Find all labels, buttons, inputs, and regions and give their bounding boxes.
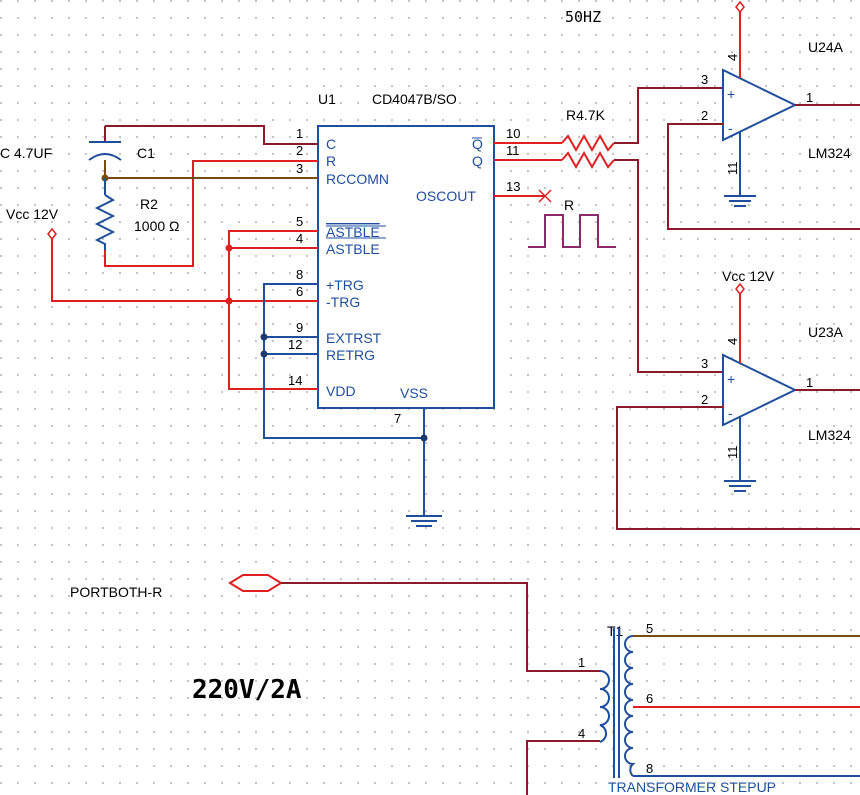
u1-pin-num-11: 11 — [506, 143, 520, 158]
t1-pin4: 4 — [578, 726, 585, 741]
u24a-ref: U24A — [808, 39, 844, 55]
square-wave-icon — [528, 214, 616, 248]
port-label: PORTBOTH-R — [70, 584, 162, 600]
junction-dot — [260, 333, 268, 341]
u1-pin-name-astble-2: ASTBLE — [326, 241, 380, 257]
u1-pin-num-12: 12 — [288, 337, 302, 352]
u1-pin-name-ntrg: -TRG — [326, 294, 360, 310]
u1-ref: U1 — [318, 91, 336, 107]
u1-pin-name-ptrg: +TRG — [326, 277, 364, 293]
u23a-pin2: 2 — [701, 392, 708, 407]
resistor-r2[interactable]: R2 1000 Ω — [94, 178, 180, 250]
u1-pin-name-astble: ASTBLE — [326, 224, 380, 240]
u1-pin-num-6: 6 — [296, 284, 303, 299]
junction-dot — [260, 350, 268, 358]
u24a-pin2: 2 — [701, 108, 708, 123]
opamp-u23a[interactable]: + - U23A LM324 Vcc 12V 3 2 4 11 1 — [701, 268, 851, 459]
wire-t1-pin4[interactable] — [526, 740, 600, 795]
wire-pin2-r2[interactable] — [104, 160, 318, 267]
u23a-pin4: 4 — [725, 338, 740, 345]
opamp-u24a[interactable]: + - U24A LM324 3 2 4 11 1 — [701, 39, 851, 175]
wire-port-to-t1[interactable] — [281, 582, 600, 672]
c1-value: C 4.7UF — [0, 145, 52, 161]
u23a-vcc: Vcc 12V — [722, 268, 775, 284]
u24a-minus: - — [728, 120, 733, 136]
t1-ref: T1 — [607, 623, 624, 639]
u23a-pin3: 3 — [701, 356, 708, 371]
mains-rating: 220V/2A — [192, 675, 302, 705]
u1-pin-name-retrg: RETRG — [326, 347, 375, 363]
vcc-terminal-icon — [735, 0, 745, 14]
u24a-pin1: 1 — [806, 90, 813, 105]
capacitor-c1[interactable]: C 4.7UF C1 — [0, 141, 155, 161]
t1-name: TRANSFORMER STEPUP — [608, 779, 776, 795]
wire-u23a-feedback[interactable] — [616, 406, 860, 530]
u1-pin-num-9: 9 — [296, 320, 303, 335]
wire-u24a-feedback[interactable] — [667, 123, 860, 230]
u24a-pin3: 3 — [701, 72, 708, 87]
u1-pin-num-7: 7 — [394, 411, 401, 426]
u1-pin-num-5: 5 — [296, 214, 303, 229]
u23a-part: LM324 — [808, 427, 851, 443]
t1-pin8: 8 — [646, 761, 653, 776]
u1-pin-name-qbar: Q — [472, 153, 483, 169]
u1-pin-num-2: 2 — [296, 143, 303, 158]
u24a-plus: + — [727, 86, 735, 102]
u1-pin-name-vss: VSS — [400, 385, 428, 401]
r2-value: 1000 Ω — [134, 218, 180, 234]
u24a-pin4: 4 — [725, 54, 740, 61]
no-connect-icon — [538, 189, 552, 203]
u1-ic[interactable]: U1 CD4047B/SO C R RCCOMN ASTBLE ASTBLE +… — [288, 91, 520, 426]
u23a-minus: - — [728, 405, 733, 421]
u1-pin-name-c: C — [326, 136, 336, 152]
u1-pin-name-q: Q — [472, 136, 483, 152]
u1-pin-num-14: 14 — [288, 373, 302, 388]
junction-dot — [225, 244, 233, 252]
u1-pin-num-10: 10 — [506, 126, 520, 141]
junction-dot — [225, 297, 233, 305]
u23a-pin1: 1 — [806, 375, 813, 390]
u1-pin-name-r: R — [326, 153, 336, 169]
u1-pin-num-4: 4 — [296, 231, 303, 246]
r2-ref: R2 — [140, 196, 158, 212]
u24a-pin11: 11 — [725, 162, 740, 176]
u1-pin-name-vdd: VDD — [326, 383, 356, 399]
u1-pin-name-extrst: EXTRST — [326, 330, 382, 346]
resistor-r47k[interactable]: R4.7K — [561, 107, 615, 170]
u1-pin-name-rccomn: RCCOMN — [326, 171, 389, 187]
u1-body — [317, 125, 495, 409]
u1-pin-num-1: 1 — [296, 126, 303, 141]
vcc-terminal-icon — [735, 282, 745, 296]
frequency-label: 50HZ — [565, 8, 601, 26]
wire-q-to-u24a[interactable] — [614, 87, 723, 144]
t1-pin1: 1 — [578, 655, 585, 670]
vcc-left-label: Vcc 12V — [6, 206, 59, 222]
t1-pin5: 5 — [646, 621, 653, 636]
u1-pin-num-13: 13 — [506, 179, 520, 194]
u1-part: CD4047B/SO — [372, 91, 457, 107]
junction-dot — [420, 434, 428, 442]
u1-pin-name-oscout: OSCOUT — [416, 188, 476, 204]
wire-qbar-to-u23a[interactable] — [614, 159, 723, 373]
u1-pin-num-8: 8 — [296, 267, 303, 282]
u23a-ref: U23A — [808, 324, 844, 340]
wire-astble[interactable] — [228, 230, 318, 390]
u24a-part: LM324 — [808, 145, 851, 161]
wire-c1-pin1[interactable] — [105, 125, 318, 145]
vcc-terminal-icon — [47, 227, 57, 241]
signal-r-label: R — [564, 197, 574, 213]
u23a-plus: + — [727, 371, 735, 387]
ground-icon — [406, 515, 442, 527]
c1-ref: C1 — [137, 145, 155, 161]
u1-pin-num-3: 3 — [296, 161, 303, 176]
ground-icon — [724, 195, 756, 207]
u23a-pin11: 11 — [725, 446, 740, 460]
r47k-label: R4.7K — [566, 107, 606, 123]
wire-ground-net[interactable] — [263, 283, 424, 439]
transformer-t1[interactable]: T1 1 4 5 6 8 TRANSFORMER STEPUP — [578, 621, 776, 795]
port-both-icon[interactable] — [228, 574, 283, 592]
ground-icon — [724, 480, 756, 492]
t1-pin6: 6 — [646, 691, 653, 706]
